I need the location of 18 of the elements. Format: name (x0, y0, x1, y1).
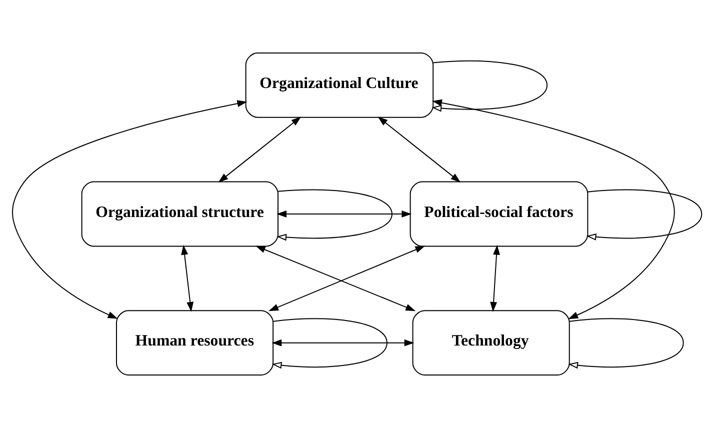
arrow (490, 244, 500, 312)
node-box: Organizational Culture (245, 52, 434, 118)
arrow (432, 98, 675, 319)
node-box: Human resources (116, 310, 274, 376)
arrow (272, 338, 414, 346)
arrow (272, 318, 388, 368)
arrow (276, 210, 412, 217)
node-box: Organizational structure (81, 180, 278, 246)
arrow (568, 318, 684, 368)
arrow (12, 100, 248, 318)
node-box: Political-social factors (410, 180, 588, 246)
arrow (218, 116, 302, 182)
arrow (432, 60, 548, 112)
arrow (276, 188, 392, 240)
arrow (586, 188, 702, 240)
arrow (378, 116, 461, 182)
node-box: Technology (412, 310, 570, 376)
arrow (181, 244, 194, 312)
